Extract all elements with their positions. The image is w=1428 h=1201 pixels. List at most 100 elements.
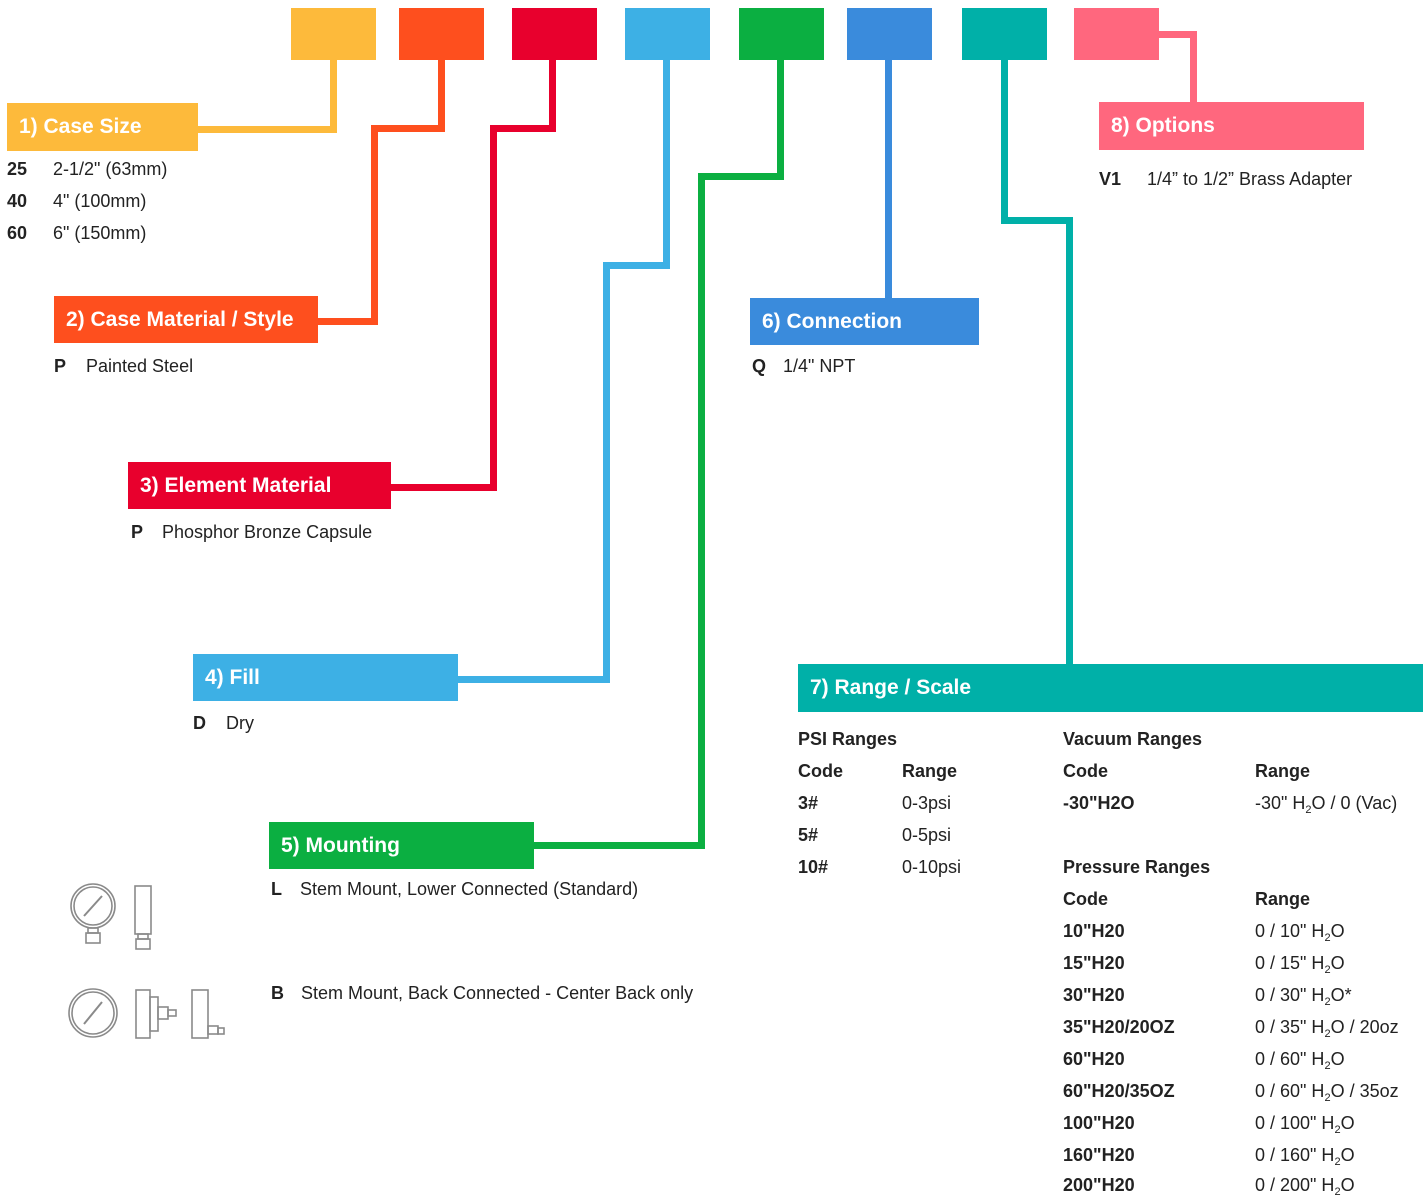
vacuum-range: -30" H2O / 0 (Vac) xyxy=(1255,793,1398,816)
vacuum-code: -30"H2O xyxy=(1063,793,1135,813)
case-material-connector xyxy=(318,318,378,325)
pressure-range: 0 / 100" H2O xyxy=(1255,1113,1355,1136)
list-item: B Stem Mount, Back Connected - Center Bac… xyxy=(271,983,693,1004)
psi-ranges-heading: PSI Ranges xyxy=(798,729,898,749)
range-connector xyxy=(1001,217,1073,224)
pressure-range-header: Range xyxy=(1255,889,1311,909)
pressure-code: 200"H20 xyxy=(1063,1175,1135,1195)
item-desc: Stem Mount, Back Connected - Center Back… xyxy=(301,983,694,1003)
psi-code: 3# xyxy=(798,793,819,813)
options-swatch xyxy=(1074,8,1159,60)
pressure-range: 0 / 60" H2O xyxy=(1255,1049,1345,1072)
list-item: L Stem Mount, Lower Connected (Standard) xyxy=(271,879,638,900)
lower-mount-gauge-icon xyxy=(70,883,152,950)
options-label: 8) Options xyxy=(1099,102,1364,150)
mounting-connector xyxy=(534,842,705,849)
fill-connector xyxy=(603,262,610,683)
pressure-code: 35"H20/20OZ xyxy=(1063,1017,1175,1037)
item-desc: 1/4" NPT xyxy=(783,356,856,376)
list-item: V1 1/4” to 1/2” Brass Adapter xyxy=(1099,169,1352,190)
case-size-connector xyxy=(198,126,337,133)
pressure-code: 30"H20 xyxy=(1063,985,1125,1005)
list-item: P Painted Steel xyxy=(54,356,193,377)
fill-swatch xyxy=(625,8,710,60)
item-desc: 2-1/2" (63mm) xyxy=(53,159,168,179)
connection-swatch xyxy=(847,8,932,60)
vacuum-code-header: Code xyxy=(1063,761,1108,781)
item-code: 60 xyxy=(7,223,28,243)
list-item: P Phosphor Bronze Capsule xyxy=(131,522,372,543)
pressure-range: 0 / 30" H2O* xyxy=(1255,985,1352,1008)
mounting-connector xyxy=(698,173,784,180)
pressure-code: 100"H20 xyxy=(1063,1113,1135,1133)
element-connector xyxy=(490,125,556,132)
pressure-ranges-heading: Pressure Ranges xyxy=(1063,857,1211,877)
case-material-connector xyxy=(371,125,445,132)
vacuum-range-header: Range xyxy=(1255,761,1311,781)
item-code: P xyxy=(131,522,144,542)
case-material-connector xyxy=(438,60,445,132)
pressure-code-header: Code xyxy=(1063,889,1108,909)
element-material-label: 3) Element Material xyxy=(128,462,391,509)
connection-label: 6) Connection xyxy=(750,298,979,345)
back-mount-gauge-icon xyxy=(68,988,225,1039)
options-connector xyxy=(1190,31,1197,102)
element-connector xyxy=(391,484,497,491)
case-size-label: 1) Case Size xyxy=(7,103,198,151)
item-desc: Painted Steel xyxy=(86,356,194,376)
list-item: 25 2-1/2" (63mm) xyxy=(7,159,167,180)
psi-code: 5# xyxy=(798,825,819,845)
fill-connector xyxy=(458,676,610,683)
pressure-range: 0 / 160" H2O xyxy=(1255,1145,1355,1168)
element-material-swatch xyxy=(512,8,597,60)
psi-code: 10# xyxy=(798,857,829,877)
case-size-swatch xyxy=(291,8,376,60)
case-material-connector xyxy=(371,125,378,325)
pressure-range: 0 / 10" H2O xyxy=(1255,921,1345,944)
case-size-connector xyxy=(330,60,337,133)
range-swatch xyxy=(962,8,1047,60)
psi-range: 0-10psi xyxy=(902,857,962,877)
item-desc: Phosphor Bronze Capsule xyxy=(162,522,373,542)
item-desc: 1/4” to 1/2” Brass Adapter xyxy=(1147,169,1353,189)
pressure-code: 60"H20/35OZ xyxy=(1063,1081,1175,1101)
psi-range: 0-3psi xyxy=(902,793,952,813)
item-code: V1 xyxy=(1099,169,1122,189)
fill-label: 4) Fill xyxy=(193,654,458,701)
item-code: L xyxy=(271,879,282,899)
mounting-connector xyxy=(777,60,784,180)
mounting-connector xyxy=(698,173,705,849)
pressure-range: 0 / 35" H2O / 20oz xyxy=(1255,1017,1399,1040)
range-scale-label: 7) Range / Scale xyxy=(798,664,1423,712)
pressure-code: 15"H20 xyxy=(1063,953,1125,973)
element-connector xyxy=(549,60,556,132)
case-material-swatch xyxy=(399,8,484,60)
psi-range-header: Range xyxy=(902,761,958,781)
pressure-range: 0 / 60" H2O / 35oz xyxy=(1255,1081,1399,1104)
connection-connector xyxy=(885,60,892,298)
item-desc: 6" (150mm) xyxy=(53,223,147,243)
item-code: 25 xyxy=(7,159,28,179)
mounting-label: 5) Mounting xyxy=(269,822,534,869)
options-connector xyxy=(1159,31,1197,38)
item-code: B xyxy=(271,983,284,1003)
list-item: 60 6" (150mm) xyxy=(7,223,146,244)
pressure-range: 0 / 200" H2O xyxy=(1255,1175,1355,1198)
fill-connector xyxy=(603,262,670,269)
psi-range: 0-5psi xyxy=(902,825,952,845)
pressure-code: 10"H20 xyxy=(1063,921,1125,941)
vacuum-ranges-heading: Vacuum Ranges xyxy=(1063,729,1203,749)
item-code: 40 xyxy=(7,191,28,211)
range-connector xyxy=(1066,217,1073,664)
fill-connector xyxy=(663,60,670,269)
item-code: D xyxy=(193,713,206,733)
item-desc: 4" (100mm) xyxy=(53,191,147,211)
item-desc: Stem Mount, Lower Connected (Standard) xyxy=(300,879,639,899)
case-material-label: 2) Case Material / Style xyxy=(54,296,318,343)
element-connector xyxy=(490,125,497,491)
mounting-swatch xyxy=(739,8,824,60)
pressure-code: 160"H20 xyxy=(1063,1145,1135,1165)
item-code: P xyxy=(54,356,67,376)
psi-code-header: Code xyxy=(798,761,843,781)
